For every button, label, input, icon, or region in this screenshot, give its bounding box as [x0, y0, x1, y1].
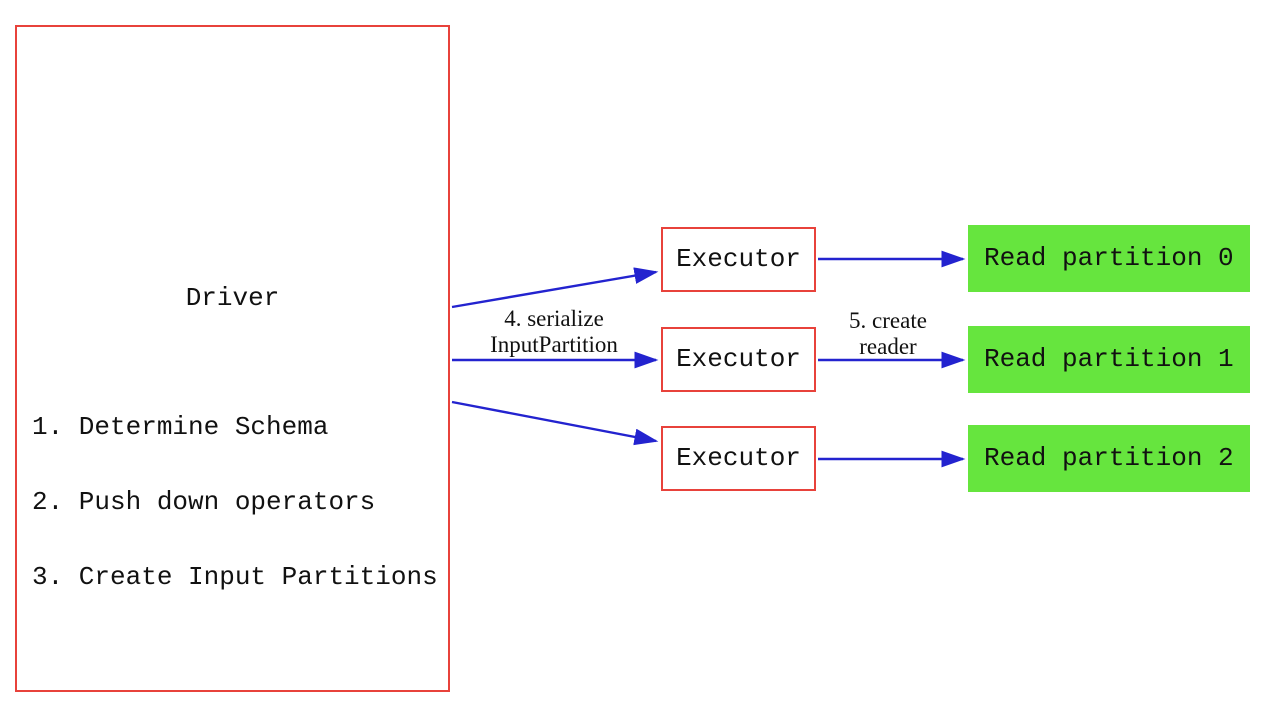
executor-box-1: Executor: [661, 327, 816, 392]
read-partition-box-1: Read partition 1: [968, 326, 1250, 393]
driver-box: Driver 1. Determine Schema 2. Push down …: [15, 25, 450, 692]
driver-step-2: 2. Push down operators: [32, 487, 376, 517]
arrow-driver-to-executor-2: [451, 400, 659, 446]
read-partition-box-0: Read partition 0: [968, 225, 1250, 292]
arrow-driver-to-executor-0: [451, 267, 659, 309]
edge-label-create-reader: 5. create reader: [849, 308, 927, 360]
edge-label-serialize: 4. serialize InputPartition: [490, 306, 618, 358]
driver-step-3: 3. Create Input Partitions: [32, 562, 438, 592]
driver-title: Driver: [185, 283, 280, 313]
read-partition-box-2: Read partition 2: [968, 425, 1250, 492]
edge-label-serialize-line2: InputPartition: [490, 332, 618, 357]
edge-label-create-reader-line2: reader: [859, 334, 917, 359]
driver-step-1: 1. Determine Schema: [32, 412, 329, 442]
edge-label-serialize-line1: 4. serialize: [504, 306, 604, 331]
executor-box-2: Executor: [661, 426, 816, 491]
executor-box-0: Executor: [661, 227, 816, 292]
edge-label-create-reader-line1: 5. create: [849, 308, 927, 333]
driver-steps: 1. Determine Schema 2. Push down operato…: [32, 365, 442, 640]
